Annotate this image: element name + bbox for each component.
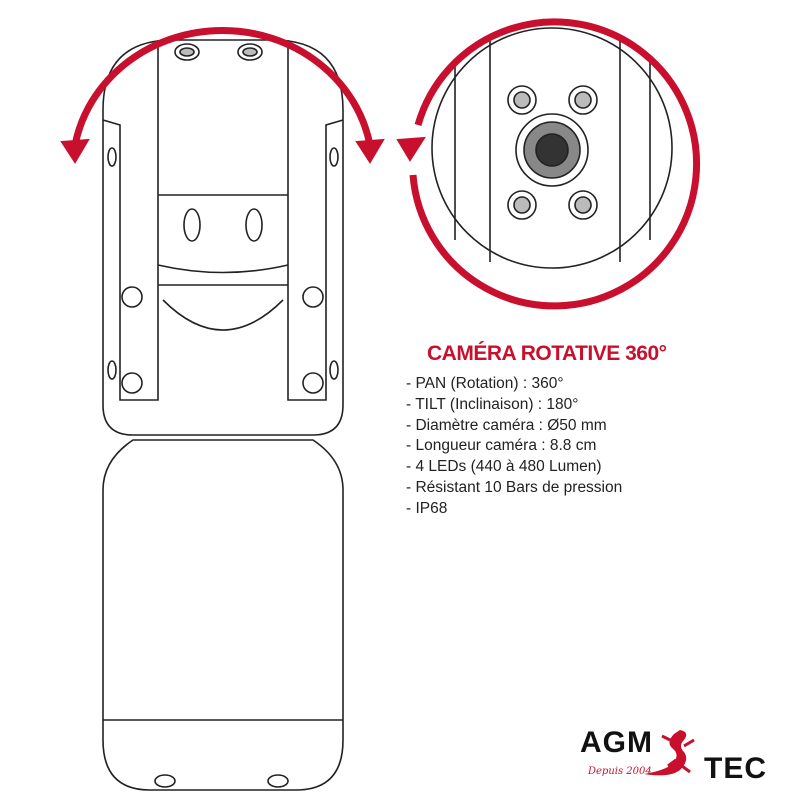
led-icon <box>568 190 598 220</box>
logo-tagline: Depuis 2004 <box>588 766 652 777</box>
led-icon <box>568 85 598 115</box>
logo-agm: AGM <box>580 726 653 759</box>
rotation-ring-arrow <box>396 18 701 310</box>
spec-item: - PAN (Rotation) : 360° <box>406 375 564 392</box>
lens-icon <box>515 113 589 187</box>
spec-item: - 4 LEDs (440 à 480 Lumen) <box>406 458 602 476</box>
salamander-icon <box>644 730 695 776</box>
spec-item: - Longueur caméra : 8.8 cm <box>406 437 597 455</box>
agm-tec-logo: AGM Depuis 2004 TEC <box>578 726 783 786</box>
led-icon <box>507 85 537 115</box>
camera-side-view <box>102 39 344 791</box>
spec-item: - TILT (Inclinaison) : 180° <box>406 395 579 413</box>
logo-tec: TEC <box>704 752 767 785</box>
spec-item: - Résistant 10 Bars de pression <box>406 478 623 496</box>
spec-item: - Diamètre caméra : Ø50 mm <box>406 416 607 434</box>
camera-front-view <box>431 27 673 269</box>
spec-list: - PAN (Rotation) : 360° - TILT (Inclinai… <box>406 374 622 520</box>
spec-item: - IP68 <box>406 499 448 517</box>
spec-title: CAMÉRA ROTATIVE 360° <box>427 342 667 365</box>
led-icon <box>507 190 537 220</box>
pan-rotation-arrow <box>60 27 385 164</box>
